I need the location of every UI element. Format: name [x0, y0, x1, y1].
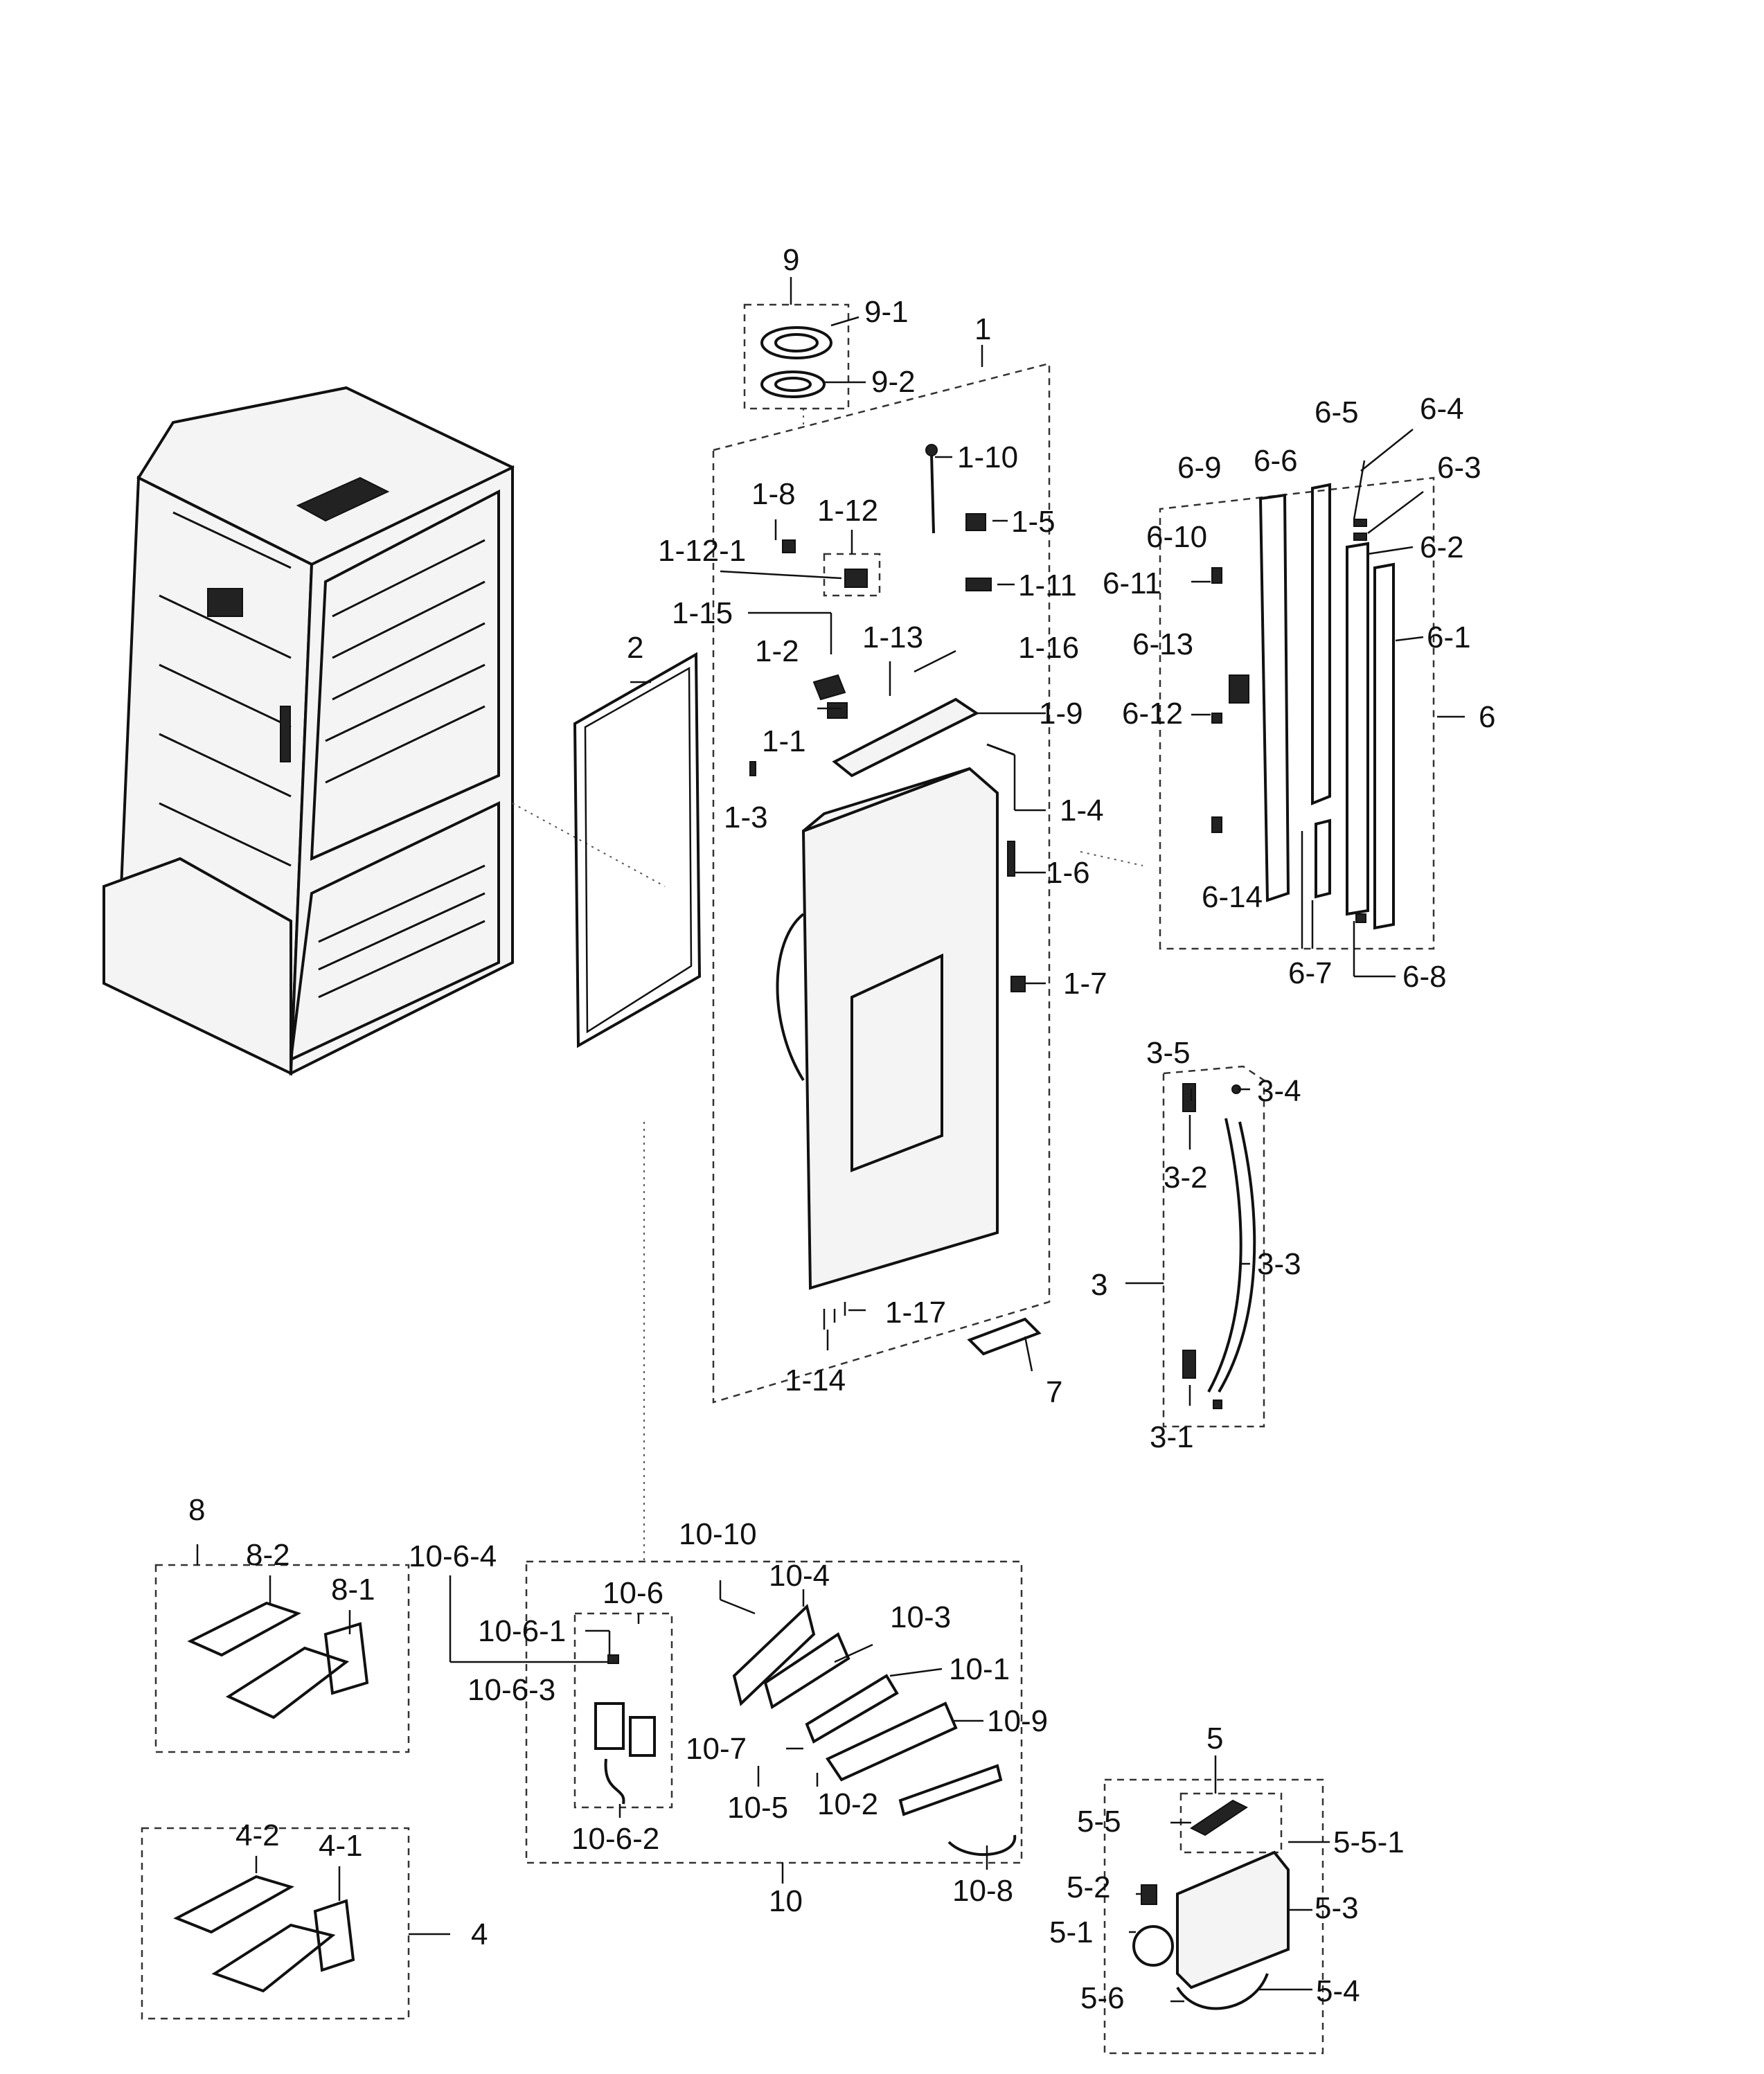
label-1-8: 1-8: [751, 477, 796, 511]
label-3-2: 3-2: [1164, 1161, 1208, 1195]
label-6-1: 6-1: [1427, 620, 1471, 654]
label-5-6: 5-6: [1080, 1981, 1125, 2015]
label-3-1: 3-1: [1150, 1420, 1194, 1454]
label-6-7: 6-7: [1288, 956, 1333, 990]
label-4-2: 4-2: [235, 1818, 280, 1852]
label-6-4: 6-4: [1420, 392, 1464, 426]
label-5-3: 5-3: [1315, 1891, 1359, 1925]
label-8: 8: [188, 1493, 205, 1527]
label-8-1: 8-1: [331, 1573, 375, 1607]
label-3-3: 3-3: [1257, 1247, 1301, 1281]
assembly-connector-lines: [512, 409, 1143, 1565]
door-trim-assembly-6: [1159, 476, 1435, 950]
label-10-8: 10-8: [952, 1874, 1013, 1908]
label-9: 9: [783, 243, 799, 277]
label-1-15: 1-15: [672, 596, 733, 630]
label-5-5: 5-5: [1077, 1805, 1121, 1839]
label-6-5: 6-5: [1315, 395, 1359, 429]
label-10-4: 10-4: [769, 1559, 830, 1593]
label-1-12: 1-12: [817, 494, 878, 528]
door-bin-8: [154, 1564, 410, 1753]
label-10-10: 10-10: [679, 1517, 757, 1551]
door-handle-assembly-3: [1162, 1065, 1265, 1428]
label-6: 6: [1479, 700, 1495, 734]
door-bin-4: [141, 1827, 410, 2020]
label-10-6-4: 10-6-4: [409, 1539, 497, 1573]
label-1-4: 1-4: [1060, 794, 1104, 828]
label-6-10: 6-10: [1146, 520, 1207, 554]
label-1-11: 1-11: [1018, 569, 1077, 602]
door-assembly-1: [712, 362, 1051, 1404]
label-1-1: 1-1: [762, 724, 806, 758]
label-6-11: 6-11: [1103, 566, 1161, 600]
callout-leader-lines: [196, 277, 1465, 2003]
label-6-12: 6-12: [1122, 697, 1183, 731]
label-10: 10: [769, 1884, 803, 1918]
label-7: 7: [1046, 1375, 1062, 1409]
label-3: 3: [1091, 1268, 1107, 1302]
label-5-5-1: 5-5-1: [1333, 1825, 1405, 1859]
label-10-7: 10-7: [686, 1732, 747, 1766]
label-6-13: 6-13: [1132, 627, 1193, 661]
label-1-6: 1-6: [1046, 856, 1090, 890]
label-9-1: 9-1: [864, 295, 909, 329]
label-10-6-3: 10-6-3: [467, 1673, 555, 1707]
label-10-5: 10-5: [727, 1791, 788, 1825]
label-5: 5: [1206, 1722, 1223, 1755]
label-1-2: 1-2: [755, 634, 799, 668]
label-4-1: 4-1: [319, 1829, 363, 1863]
dispenser-panel-assembly-10: [525, 1560, 1023, 1864]
label-10-3: 10-3: [890, 1600, 951, 1634]
cover-lid-9: [743, 303, 850, 410]
label-6-9: 6-9: [1177, 451, 1222, 485]
bottom-cover-7: [967, 1317, 1042, 1356]
label-6-14: 6-14: [1202, 880, 1263, 914]
label-6-6: 6-6: [1254, 444, 1298, 478]
label-8-2: 8-2: [246, 1538, 290, 1572]
door-gasket: [573, 652, 702, 1048]
label-10-2: 10-2: [817, 1787, 878, 1821]
label-10-9: 10-9: [987, 1704, 1048, 1738]
label-1-7: 1-7: [1063, 967, 1107, 1001]
label-10-6: 10-6: [603, 1576, 663, 1610]
label-6-8: 6-8: [1402, 960, 1447, 994]
label-6-2: 6-2: [1420, 530, 1464, 564]
refrigerator-cabinet: [103, 386, 515, 1076]
label-10-6-2: 10-6-2: [571, 1822, 659, 1856]
label-1-10: 1-10: [957, 440, 1018, 474]
label-2: 2: [627, 631, 643, 665]
label-4: 4: [471, 1917, 488, 1951]
label-1-16: 1-16: [1018, 631, 1079, 665]
label-3-4: 3-4: [1257, 1074, 1301, 1108]
label-10-6-1: 10-6-1: [478, 1614, 566, 1648]
label-1-14: 1-14: [785, 1364, 846, 1397]
ice-bucket-assembly-5: [1103, 1778, 1324, 2055]
label-1-12-1: 1-12-1: [658, 534, 746, 568]
label-3-5: 3-5: [1146, 1036, 1191, 1070]
label-1-17: 1-17: [885, 1296, 946, 1330]
label-5-2: 5-2: [1067, 1870, 1111, 1904]
label-9-2: 9-2: [871, 365, 916, 399]
label-1-3: 1-3: [724, 801, 768, 834]
label-1-13: 1-13: [862, 620, 923, 654]
label-6-3: 6-3: [1437, 451, 1481, 485]
part-number-labels: 9 9-1 9-2 1 1-10 1-5 1-11 1-8 1-12 1-12-…: [188, 243, 1495, 2015]
label-5-1: 5-1: [1049, 1915, 1094, 1949]
label-10-1: 10-1: [949, 1652, 1010, 1686]
label-1: 1: [974, 312, 991, 346]
label-1-5: 1-5: [1011, 505, 1055, 539]
label-5-4: 5-4: [1316, 1974, 1360, 2008]
label-1-9: 1-9: [1039, 697, 1083, 731]
